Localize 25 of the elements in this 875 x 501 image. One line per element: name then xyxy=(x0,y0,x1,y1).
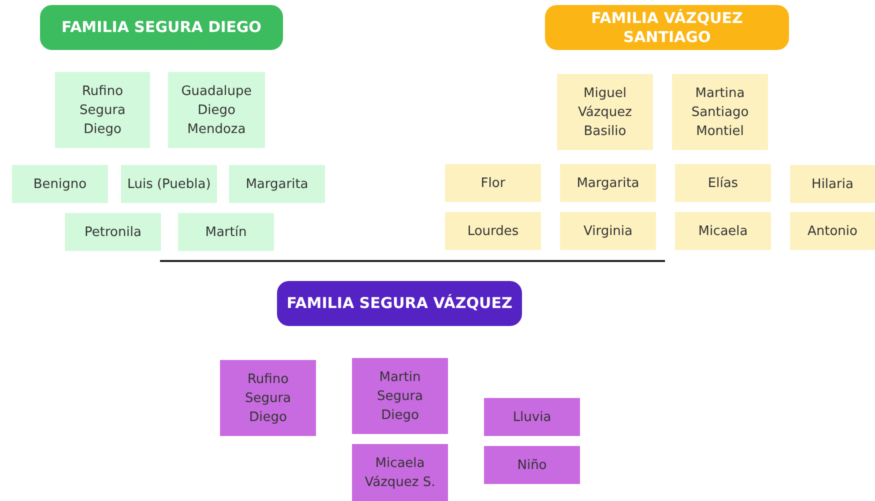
name-card: Micaela Vázquez S. xyxy=(352,444,448,501)
name-card: Rufino Segura Diego xyxy=(220,360,316,436)
name-card: Micaela xyxy=(675,212,771,250)
name-card: Petronila xyxy=(65,213,161,251)
name-card: Rufino Segura Diego xyxy=(55,72,150,148)
name-card: Lluvia xyxy=(484,398,580,436)
name-card: Martín xyxy=(178,213,274,251)
name-card: Luis (Puebla) xyxy=(121,165,217,203)
name-card: Martin Segura Diego xyxy=(352,358,448,434)
name-card: Guadalupe Diego Mendoza xyxy=(168,72,265,148)
name-card: Miguel Vázquez Basilio xyxy=(557,74,653,150)
name-card: Benigno xyxy=(12,165,108,203)
name-card: Niño xyxy=(484,446,580,484)
name-card: Margarita xyxy=(560,164,656,202)
name-card: Antonio xyxy=(790,212,875,250)
name-card: Virginia xyxy=(560,212,656,250)
name-card: Elías xyxy=(675,164,771,202)
name-card: Hilaria xyxy=(790,165,875,203)
name-card: Lourdes xyxy=(445,212,541,250)
family-title-banner: FAMILIA VÁZQUEZ SANTIAGO xyxy=(545,5,789,50)
name-card: Martina Santiago Montiel xyxy=(672,74,768,150)
name-card: Margarita xyxy=(229,165,325,203)
family-title-banner: FAMILIA SEGURA VÁZQUEZ xyxy=(277,281,522,326)
family-title-banner: FAMILIA SEGURA DIEGO xyxy=(40,5,283,50)
name-card: Flor xyxy=(445,164,541,202)
